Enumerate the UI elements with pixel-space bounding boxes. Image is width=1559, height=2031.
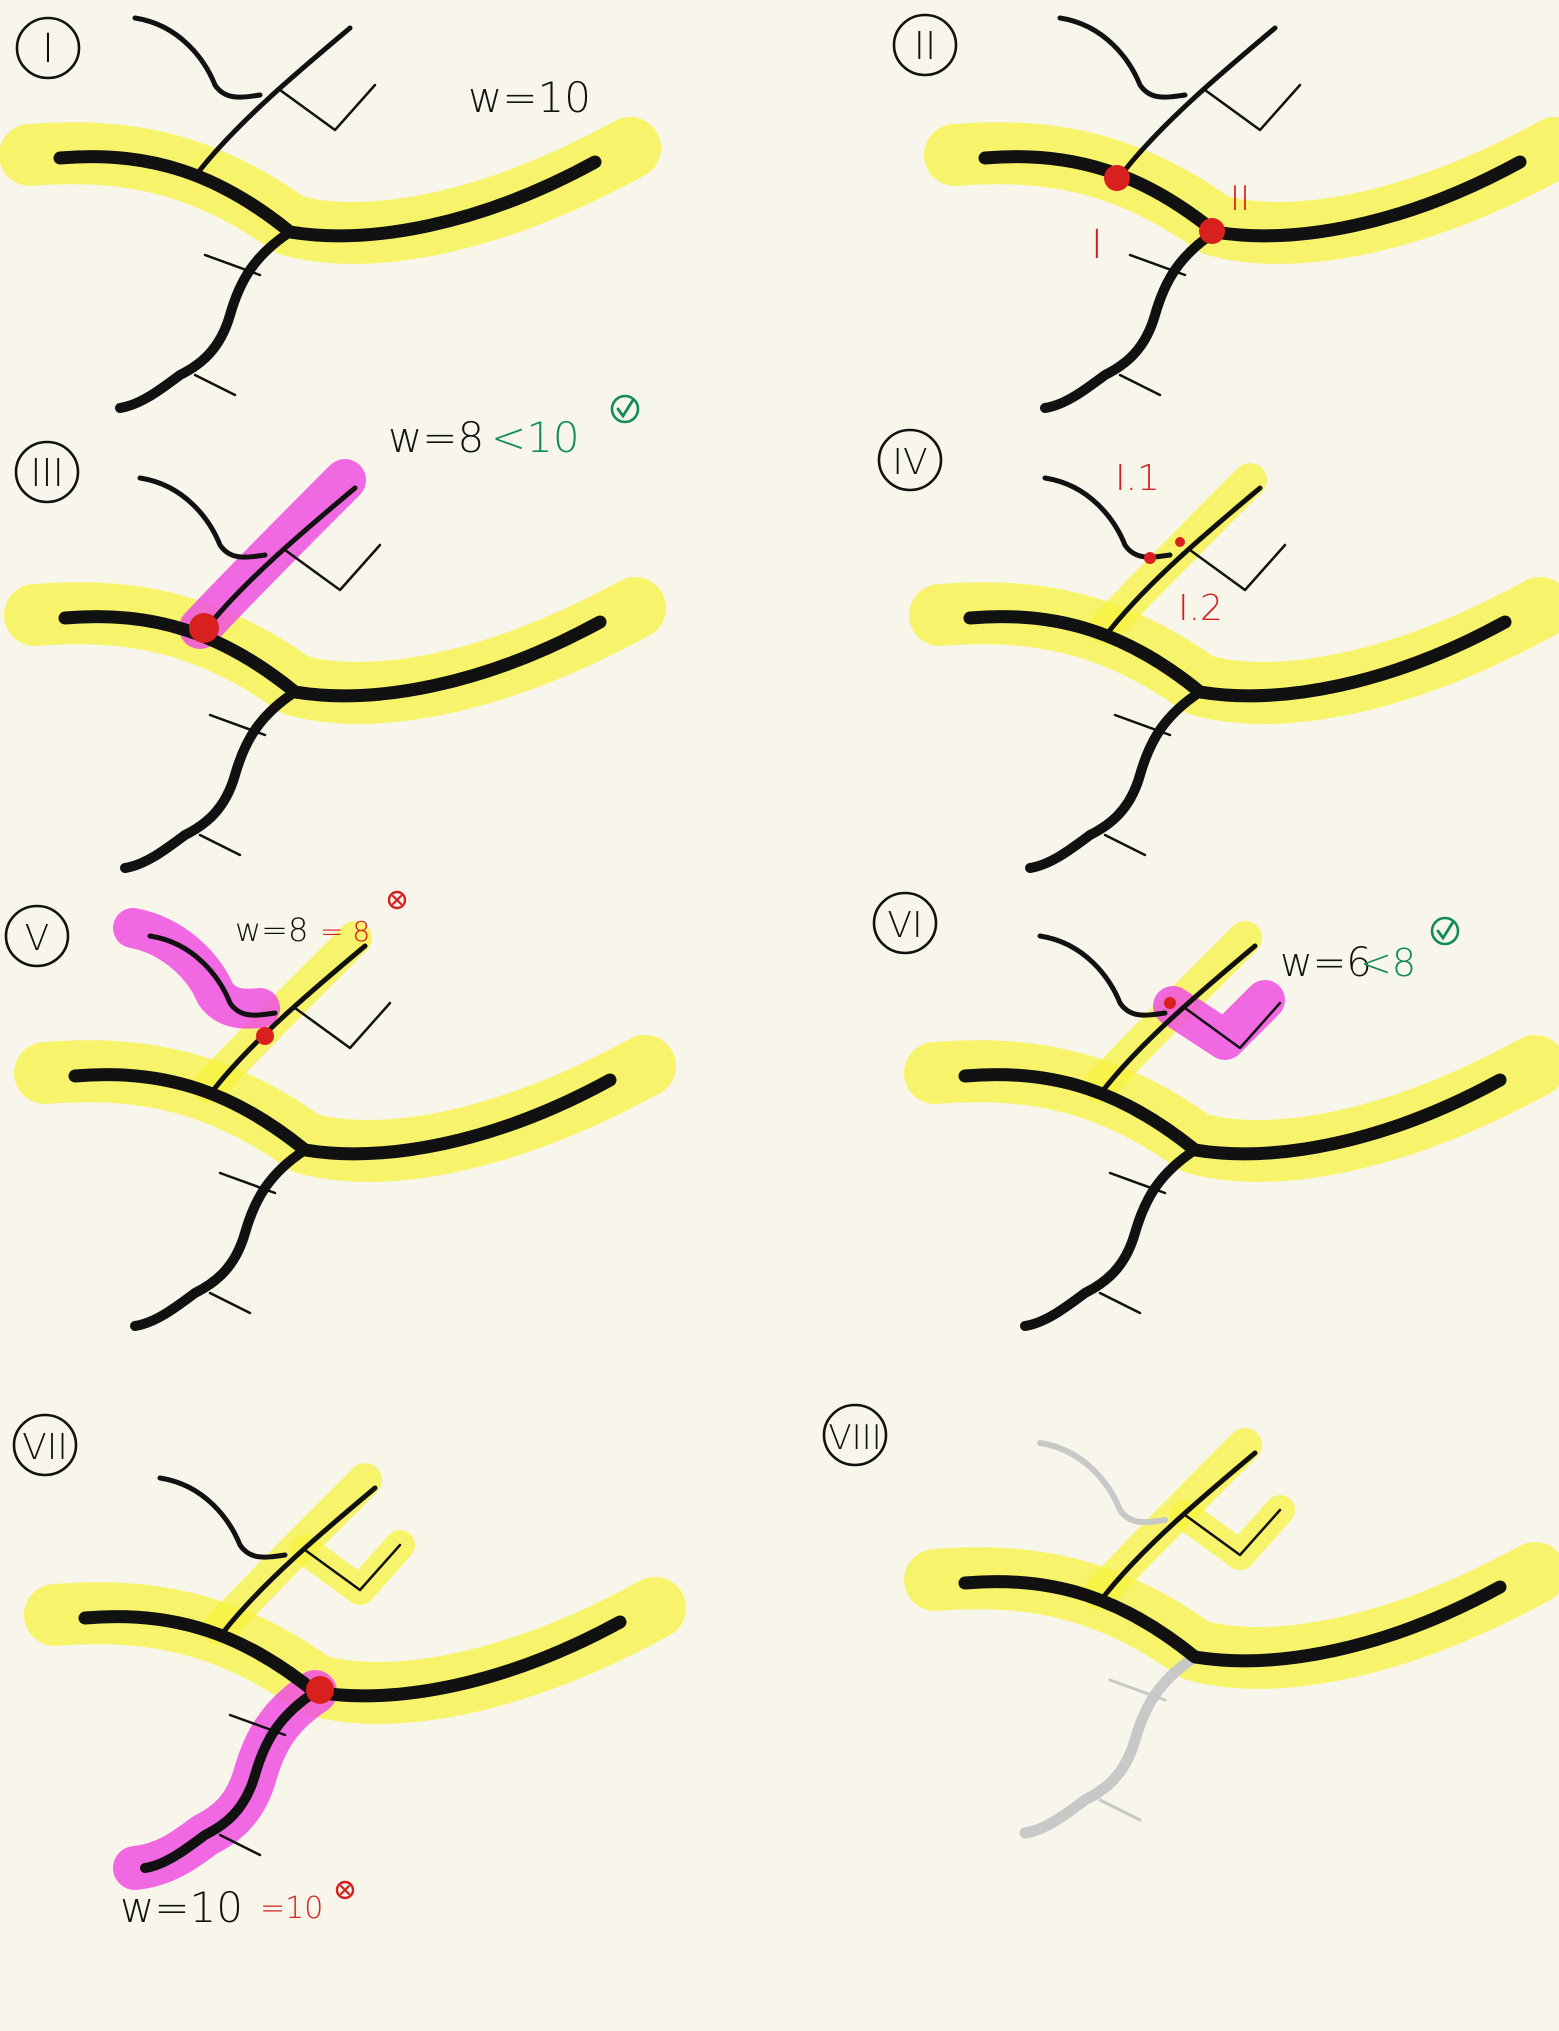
junction-marker (1144, 552, 1156, 564)
cross-circle-icon (387, 890, 407, 910)
panel-step-4: I.1 I.2 IV (877, 428, 1540, 868)
pruned-branch (1040, 1443, 1165, 1522)
junction-marker (189, 613, 219, 643)
panel-step-1: I w=10 (17, 18, 630, 408)
panel-step-5: V w=8 = 8 (4, 890, 645, 1326)
comparison-label: =10 (260, 1891, 323, 1926)
step-numeral: V (25, 918, 50, 959)
junction-label: II (1230, 179, 1250, 219)
panel-step-8: VIII (822, 1403, 1535, 1833)
step-numeral: I (42, 26, 54, 72)
junction-label: I (1091, 222, 1103, 268)
weight-label: w=10 (468, 73, 591, 122)
comparison-label: <10 (491, 413, 580, 462)
junction-marker (306, 1676, 334, 1704)
step-numeral: III (30, 451, 64, 495)
panel-step-6: VI w=6 <8 (872, 891, 1535, 1326)
step-numeral: VII (22, 1427, 68, 1468)
step-numeral: II (914, 24, 936, 68)
junction-marker (1175, 537, 1185, 547)
candidate-branch-highlight (1153, 980, 1285, 1060)
check-circle-icon (1430, 916, 1460, 946)
panel-step-7: VII w=10 =10 (12, 1413, 655, 1932)
cross-circle-icon (335, 1880, 355, 1900)
junction-label: I.1 (1115, 458, 1160, 499)
candidate-branch-highlight (179, 459, 366, 649)
weight-label: w=8 (235, 911, 308, 949)
branch-highlight (1088, 463, 1267, 645)
junction-label: I.2 (1178, 588, 1223, 629)
junction-marker (1199, 218, 1225, 244)
junction-marker (1104, 165, 1130, 191)
panel-step-2: I II II (892, 15, 1555, 408)
weight-label: w=8 (388, 413, 484, 462)
junction-marker (256, 1027, 274, 1045)
step-numeral: VIII (828, 1418, 881, 1458)
step-numeral: VI (887, 905, 922, 946)
weight-label: w=10 (120, 1883, 243, 1932)
panel-step-3: III w=8 <10 (16, 394, 640, 868)
comparison-label: <8 (1360, 941, 1416, 985)
check-circle-icon (610, 394, 640, 424)
junction-marker (1164, 997, 1176, 1009)
comparison-label: = 8 (320, 915, 370, 948)
step-numeral: IV (892, 442, 927, 483)
pruned-branch (1098, 1798, 1142, 1822)
branch-highlight (193, 921, 372, 1103)
weight-label: w=6 (1280, 940, 1372, 986)
